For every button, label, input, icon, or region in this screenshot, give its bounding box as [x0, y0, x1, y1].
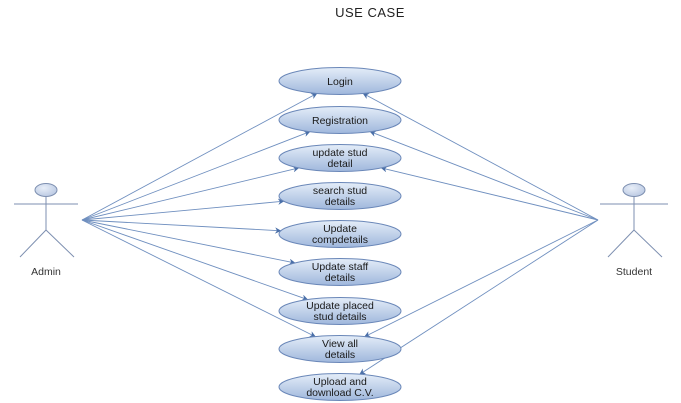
actor-admin: Admin [14, 183, 78, 278]
use-case-label: compdetails [312, 234, 368, 246]
use-case-ellipse [278, 335, 402, 363]
actor-admin-head [34, 183, 58, 197]
actor-admin-left-leg [19, 229, 47, 258]
association-student-view-all-details [364, 219, 599, 338]
use-case-ellipse [278, 106, 402, 134]
association-admin-search-stud-details [81, 198, 285, 221]
use-case-label: detail [327, 158, 352, 170]
actor-student-head [622, 183, 646, 197]
use-case-label: Registration [312, 115, 368, 127]
use-case-label: download C.V. [306, 387, 373, 399]
use-case-ellipse [278, 144, 402, 172]
association-admin-registration [81, 130, 311, 221]
use-case-label: details [325, 196, 355, 208]
use-case-label: details [325, 272, 355, 284]
use-case-label: stud details [313, 311, 366, 323]
use-case-label: details [325, 349, 355, 361]
association-admin-update-stud-detail [81, 166, 300, 221]
actor-admin-label: Admin [31, 266, 61, 278]
use-case-ellipse [278, 67, 402, 95]
actor-student-label: Student [616, 266, 652, 278]
use-case-ellipse [278, 258, 402, 286]
diagram-title: USE CASE [335, 5, 405, 20]
actor-admin-right-leg [45, 229, 75, 258]
use-case-login: Login [278, 67, 402, 95]
use-case-label: update stud [313, 147, 368, 159]
use-case-ellipse [278, 297, 402, 325]
association-admin-update-staff-details [81, 219, 296, 265]
actor-student-right-leg [633, 229, 663, 258]
association-student-registration [369, 130, 599, 221]
association-admin-update-compdetails [81, 219, 282, 234]
use-case-label: Upload and [313, 376, 367, 388]
use-case-label: Update [323, 223, 357, 235]
use-case-ellipse [278, 182, 402, 210]
use-case-label: Login [327, 76, 353, 88]
association-admin-view-all-details [81, 219, 316, 338]
use-case-label: Update placed [306, 300, 374, 312]
use-case-label: Update staff [312, 261, 369, 273]
association-admin-login [81, 93, 318, 221]
use-case-label: View all [322, 338, 358, 350]
association-student-login [362, 93, 599, 221]
use-case-label: search stud [313, 185, 367, 197]
association-admin-update-placed-stud-details [81, 219, 309, 301]
actor-student-left-leg [607, 229, 635, 258]
use-case-ellipse [278, 373, 402, 401]
use-case-registration: Registration [278, 106, 402, 134]
actor-student: Student [600, 183, 668, 278]
use-case-ellipse [278, 220, 402, 248]
association-student-update-stud-detail [380, 166, 599, 221]
